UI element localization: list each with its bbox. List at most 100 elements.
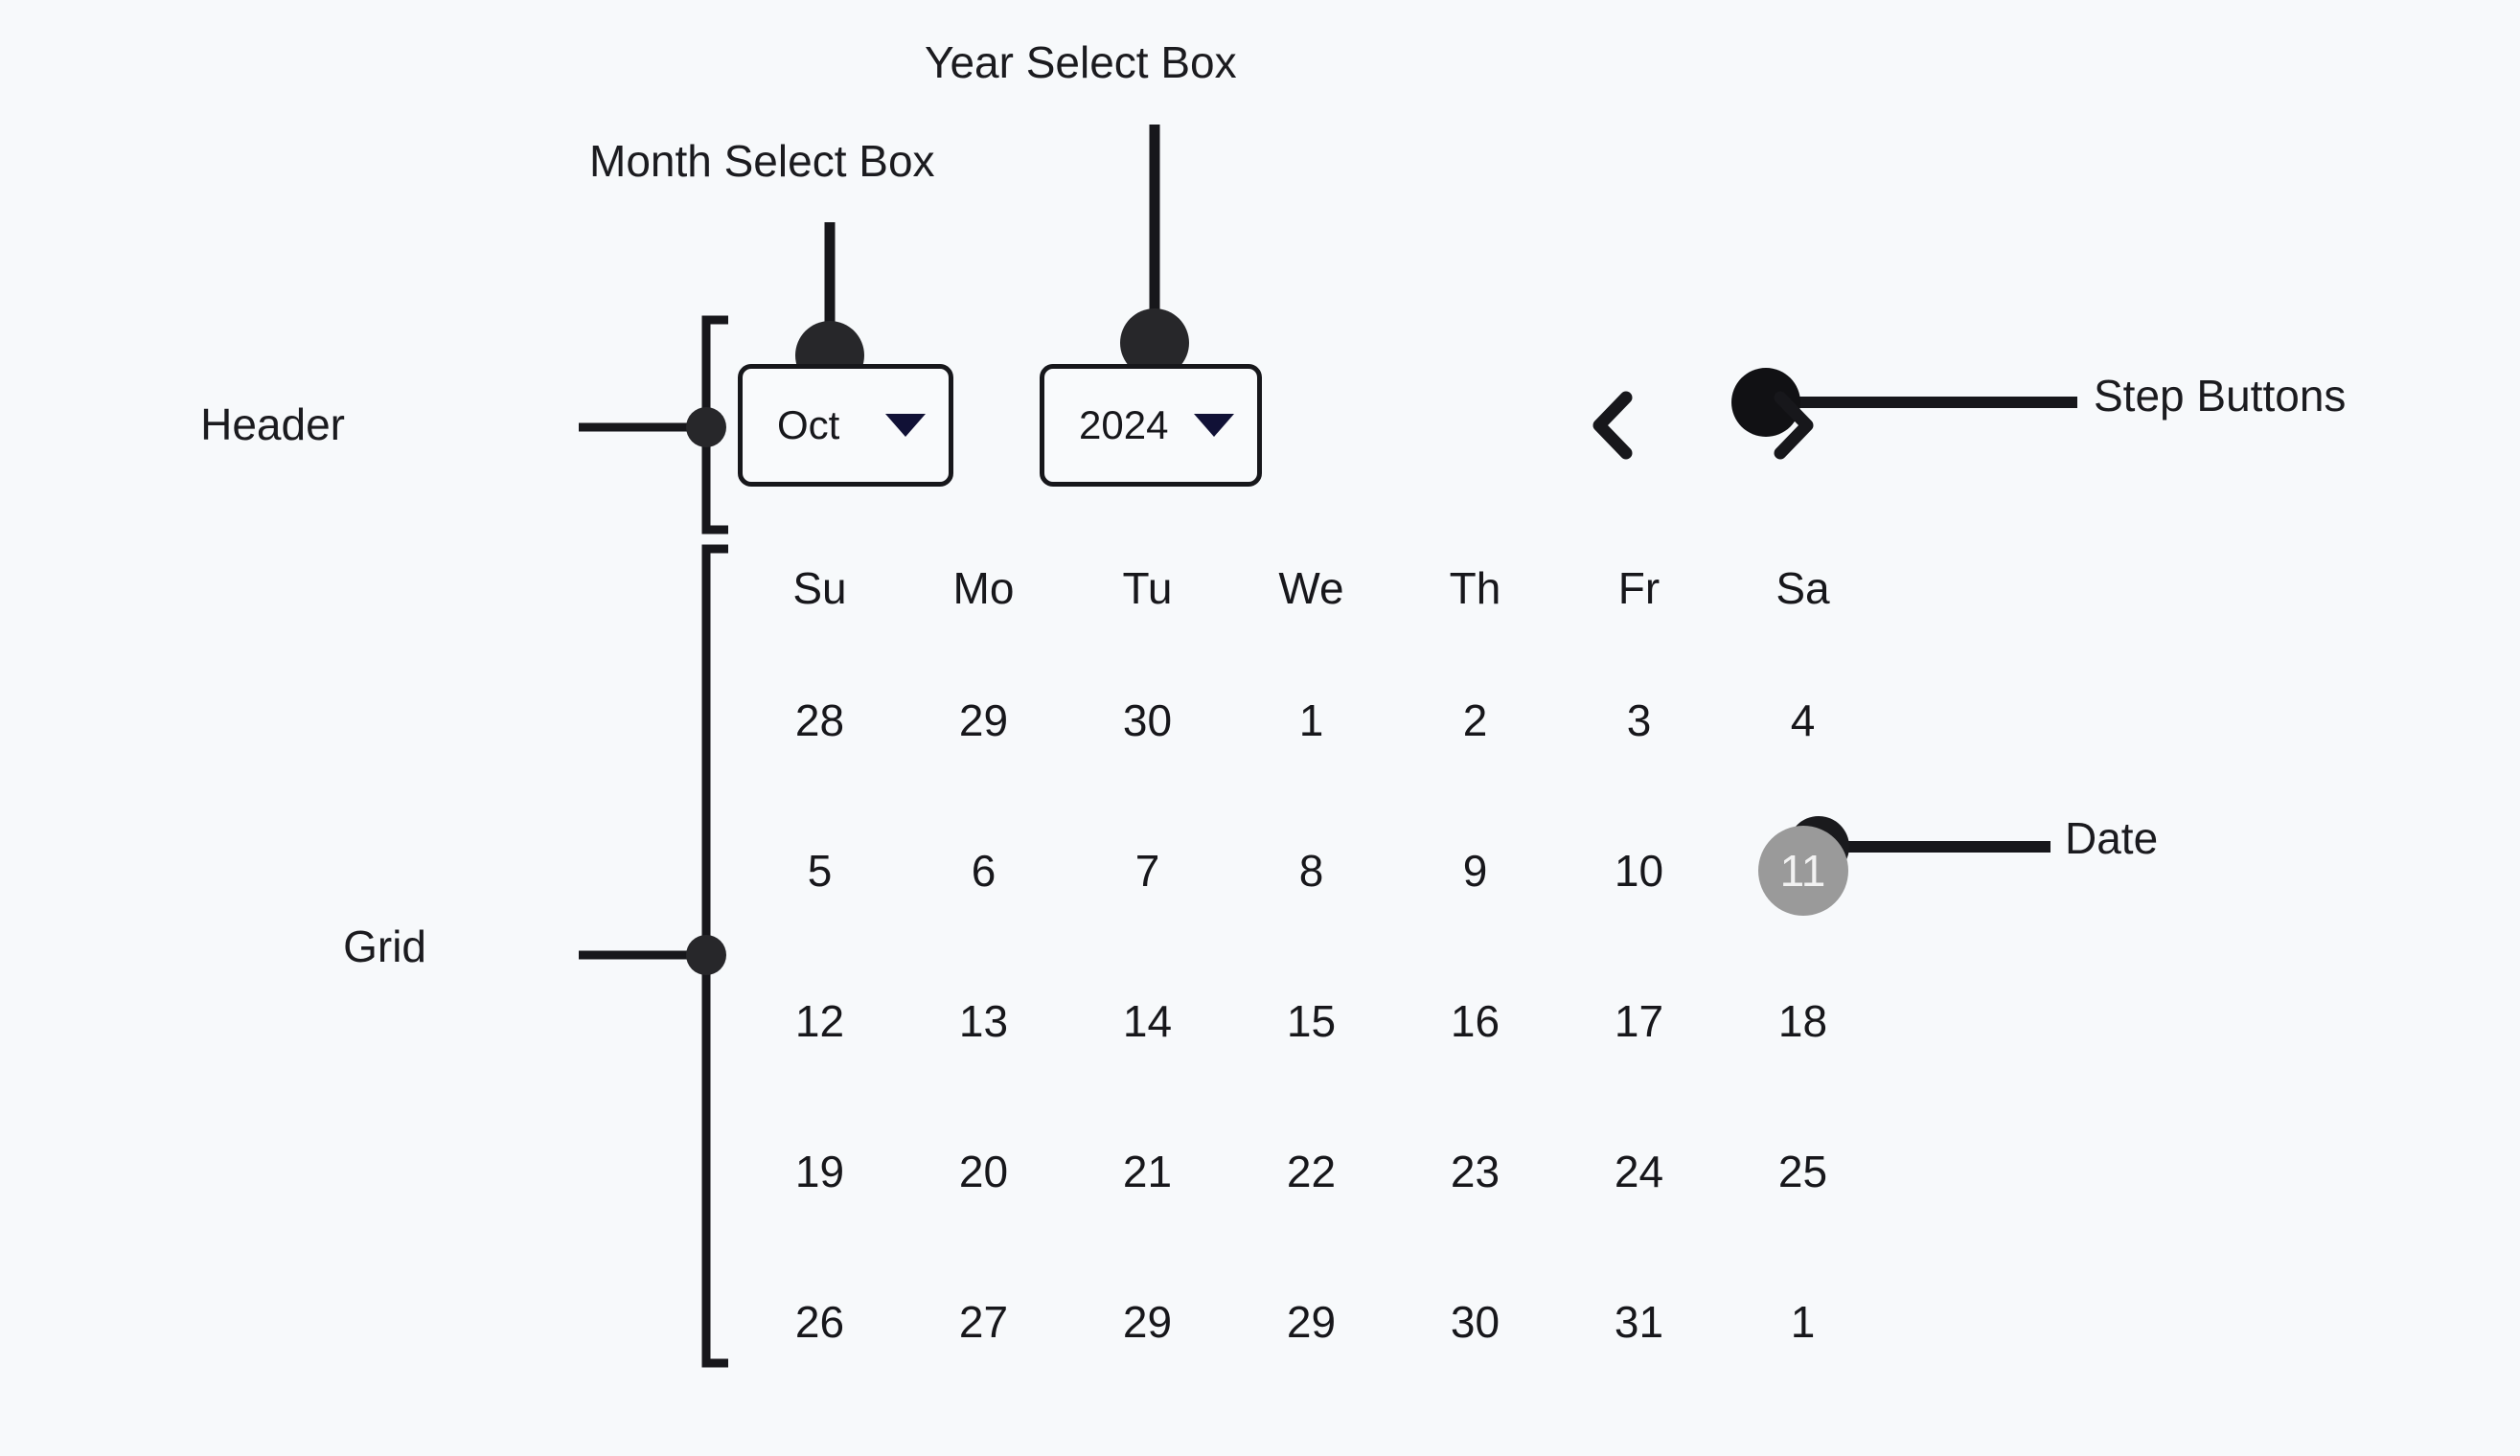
day-label: 18 [1777, 995, 1828, 1046]
day-cell[interactable]: 6 [902, 826, 1065, 916]
chevron-down-icon [1194, 414, 1234, 437]
weekday-label: Fr [1617, 563, 1661, 613]
day-cell-selected[interactable]: 11 [1721, 825, 1885, 916]
day-cell[interactable]: 25 [1721, 1126, 1885, 1217]
day-cell[interactable]: 18 [1721, 976, 1885, 1066]
day-label: 31 [1614, 1296, 1664, 1347]
date-picker-header: Oct 2024 [738, 319, 1830, 532]
day-cell[interactable]: 28 [738, 675, 902, 765]
day-label: 27 [958, 1296, 1009, 1347]
day-cell[interactable]: 12 [738, 976, 902, 1066]
day-label: 5 [807, 845, 833, 896]
week-row: 19 20 21 22 23 24 25 [738, 1096, 1830, 1246]
date-picker-grid: Su Mo Tu We Th Fr Sa 28 29 30 1 2 3 4 5 … [738, 532, 1848, 1397]
day-label: 25 [1777, 1146, 1828, 1196]
year-select-box[interactable]: 2024 [1040, 364, 1262, 487]
date-picker: Oct 2024 [738, 319, 1848, 1397]
day-label: 29 [1122, 1296, 1173, 1347]
day-cell[interactable]: 30 [1393, 1277, 1557, 1367]
day-label: 11 [1757, 825, 1848, 916]
annotation-label-month-select-box: Month Select Box [589, 136, 935, 186]
day-cell[interactable]: 5 [738, 826, 902, 916]
day-label: 13 [958, 995, 1009, 1046]
day-cell[interactable]: 17 [1557, 976, 1721, 1066]
day-label: 28 [794, 694, 845, 745]
day-cell[interactable]: 3 [1557, 675, 1721, 765]
annotation-label-grid: Grid [343, 921, 426, 971]
day-label: 3 [1626, 694, 1652, 745]
day-cell[interactable]: 13 [902, 976, 1065, 1066]
day-cell[interactable]: 15 [1229, 976, 1393, 1066]
annotation-label-date: Date [2065, 813, 2159, 863]
day-cell[interactable]: 10 [1557, 826, 1721, 916]
day-cell[interactable]: 19 [738, 1126, 902, 1217]
day-label: 20 [958, 1146, 1009, 1196]
previous-month-button[interactable] [1586, 390, 1643, 461]
next-month-button[interactable] [1763, 390, 1821, 461]
day-label: 1 [1790, 1296, 1816, 1347]
weekday-label: Sa [1775, 563, 1830, 613]
year-select-value: 2024 [1079, 402, 1169, 447]
day-cell[interactable]: 16 [1393, 976, 1557, 1066]
step-buttons [1586, 390, 1830, 461]
month-select-box[interactable]: Oct [738, 364, 953, 487]
day-label: 29 [1286, 1296, 1337, 1347]
day-label: 9 [1462, 845, 1488, 896]
day-cell[interactable]: 20 [902, 1126, 1065, 1217]
day-cell[interactable]: 2 [1393, 675, 1557, 765]
day-cell[interactable]: 14 [1065, 976, 1229, 1066]
week-row: 12 13 14 15 16 17 18 [738, 945, 1830, 1096]
chevron-right-icon [1774, 391, 1814, 460]
week-row: 5 6 7 8 9 10 11 [738, 795, 1848, 945]
day-cell[interactable]: 24 [1557, 1126, 1721, 1217]
day-cell[interactable]: 31 [1557, 1277, 1721, 1367]
header-bracket [701, 315, 728, 535]
weekday-label: Su [792, 563, 847, 613]
day-cell[interactable]: 23 [1393, 1126, 1557, 1217]
day-label: 14 [1122, 995, 1173, 1046]
day-cell[interactable]: 1 [1721, 1277, 1885, 1367]
day-label: 16 [1450, 995, 1501, 1046]
weekday-label: Th [1449, 563, 1501, 613]
day-label: 17 [1614, 995, 1664, 1046]
day-cell[interactable]: 29 [902, 675, 1065, 765]
weekday-label: Mo [952, 563, 1015, 613]
day-label: 1 [1298, 694, 1324, 745]
day-label: 8 [1298, 845, 1324, 896]
day-cell[interactable]: 27 [902, 1277, 1065, 1367]
day-label: 30 [1450, 1296, 1501, 1347]
day-label: 29 [958, 694, 1009, 745]
day-cell[interactable]: 8 [1229, 826, 1393, 916]
day-label: 21 [1122, 1146, 1173, 1196]
grid-leader-dot [686, 935, 726, 975]
day-label: 22 [1286, 1146, 1337, 1196]
day-cell[interactable]: 7 [1065, 826, 1229, 916]
day-cell[interactable]: 26 [738, 1277, 902, 1367]
month-select-value: Oct [777, 402, 840, 447]
day-cell[interactable]: 22 [1229, 1126, 1393, 1217]
day-label: 24 [1614, 1146, 1664, 1196]
day-label: 7 [1134, 845, 1160, 896]
day-cell[interactable]: 29 [1065, 1277, 1229, 1367]
weekday-header-row: Su Mo Tu We Th Fr Sa [738, 532, 1830, 645]
day-label: 2 [1462, 694, 1488, 745]
week-row: 28 29 30 1 2 3 4 [738, 645, 1830, 795]
day-label: 6 [971, 845, 997, 896]
day-cell[interactable]: 21 [1065, 1126, 1229, 1217]
chevron-left-icon [1592, 391, 1633, 460]
day-cell[interactable]: 30 [1065, 675, 1229, 765]
day-label: 30 [1122, 694, 1173, 745]
day-label: 10 [1614, 845, 1664, 896]
day-cell[interactable]: 4 [1721, 675, 1885, 765]
header-leader-dot [686, 407, 726, 447]
day-label: 26 [794, 1296, 845, 1347]
day-cell[interactable]: 29 [1229, 1277, 1393, 1367]
annotation-label-step-buttons: Step Buttons [2094, 371, 2347, 421]
day-label: 4 [1790, 694, 1816, 745]
day-cell[interactable]: 1 [1229, 675, 1393, 765]
weekday-label: We [1278, 563, 1344, 613]
day-label: 15 [1286, 995, 1337, 1046]
day-cell[interactable]: 9 [1393, 826, 1557, 916]
chevron-down-icon [885, 414, 926, 437]
